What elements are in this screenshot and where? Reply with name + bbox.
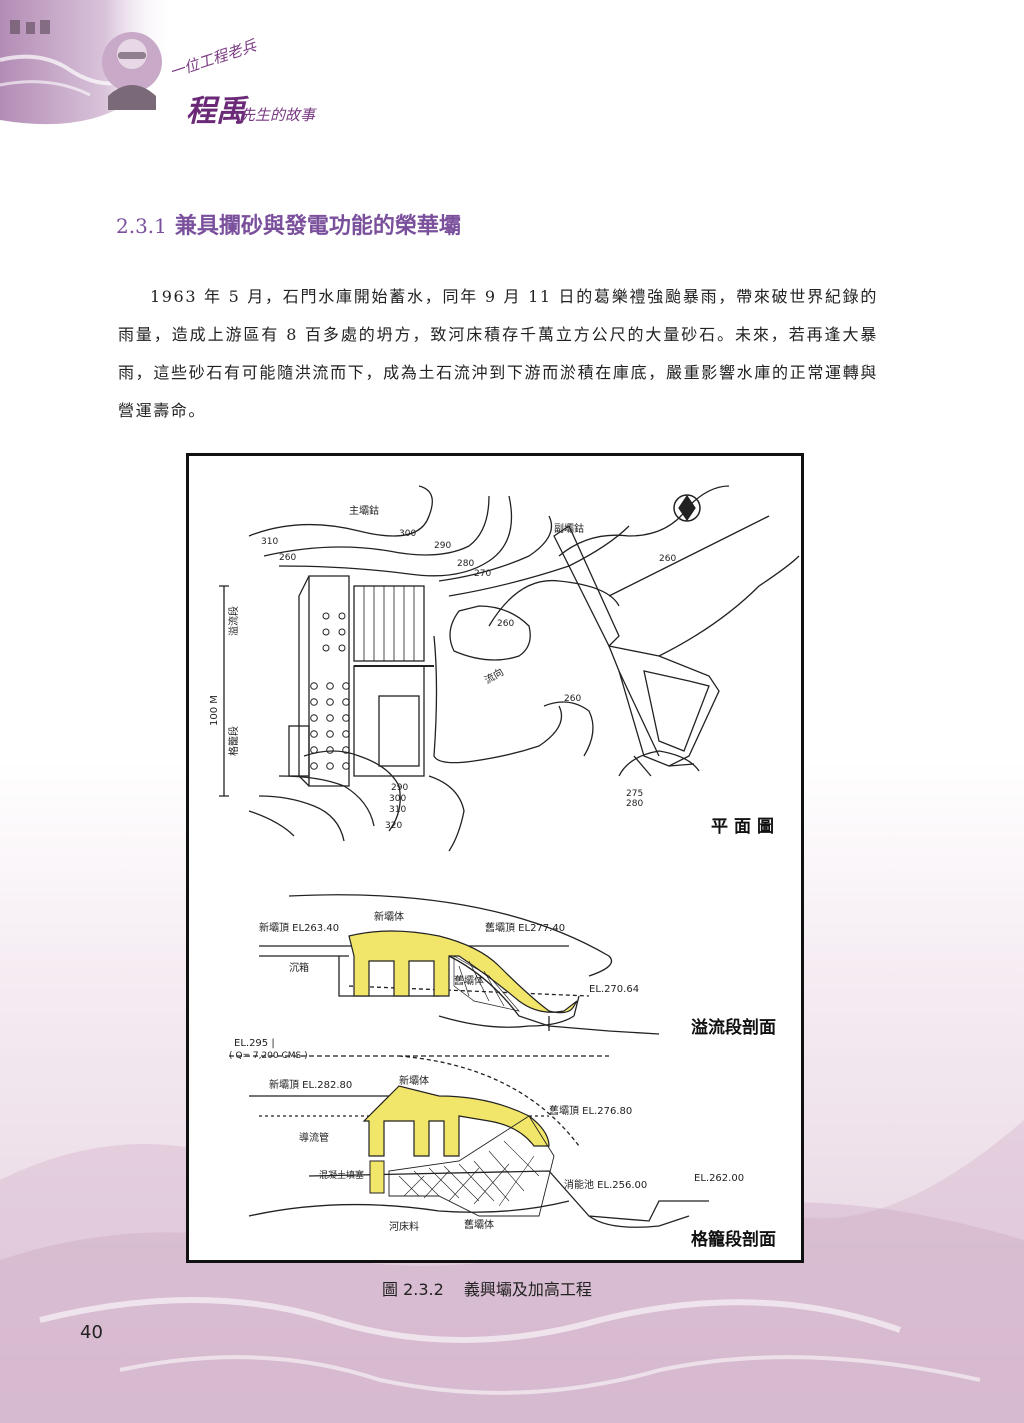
spillway-new-body-highlight <box>348 930 578 1014</box>
spillway-section-lines <box>259 894 660 1035</box>
contour-label: 275 <box>626 789 643 799</box>
figure-caption-number: 圖 2.3.2 <box>382 1280 444 1299</box>
plan-main-abutment: 主壩鈷 <box>349 504 379 517</box>
spill-old-crest: 舊壩頂 EL277.40 <box>485 921 565 934</box>
spill-el: EL.270.64 <box>589 984 639 995</box>
section-number: 2.3.1 <box>116 214 167 238</box>
contour-label: 260 <box>279 553 296 563</box>
contour-label: 280 <box>626 799 643 809</box>
plan-seg-spill: 溢流段 <box>227 606 240 636</box>
contour-label: 290 <box>391 783 408 793</box>
plan-aux-abutment: 副壩鈷 <box>554 522 584 535</box>
cage-section-label: 格籠段剖面 <box>691 1230 776 1250</box>
spill-old-body: 舊壩体 <box>454 974 484 987</box>
figure-caption: 圖 2.3.2 義興壩及加高工程 <box>382 1276 592 1300</box>
contour-label: 310 <box>389 805 406 815</box>
plan-seg-cage: 格籠段 <box>227 726 240 756</box>
cage-annotations: EL.295 | ( Q= 7,200 CMS ) 新壩頂 EL.282.80 … <box>229 1038 744 1233</box>
spillway-hatch-lines <box>458 960 505 1007</box>
spill-new-crest: 新壩頂 EL263.40 <box>259 921 339 934</box>
plan-view-label: 平面圖 <box>711 817 780 837</box>
figure-caption-text: 義興壩及加高工程 <box>463 1280 592 1299</box>
contour-label: 320 <box>385 821 402 831</box>
cage-new-body-highlight <box>362 1085 550 1157</box>
contour-label: 280 <box>457 559 474 569</box>
spill-caisson: 沉箱 <box>289 961 309 974</box>
cage-q: ( Q= 7,200 CMS ) <box>229 1051 308 1061</box>
section-heading: 2.3.1 兼具攔砂與發電功能的榮華壩 <box>116 208 461 240</box>
cage-old-body: 舊壩体 <box>464 1218 494 1231</box>
cage-el-down: EL.262.00 <box>694 1173 744 1184</box>
contour-label: 260 <box>564 694 581 704</box>
cage-old-crest: 舊壩頂 EL.276.80 <box>549 1104 632 1117</box>
header-banner-art <box>0 0 175 125</box>
cage-new-crest: 新壩頂 EL.282.80 <box>269 1078 352 1091</box>
figure-dam-drawings: 主壩鈷 副壩鈷 流向 100 M 溢流段 格籠段 310 300 290 280… <box>186 453 804 1263</box>
plan-flow-dir: 流向 <box>482 665 506 686</box>
spill-new-body: 新壩体 <box>374 910 404 923</box>
contour-label: 260 <box>497 619 514 629</box>
dam-drawing-svg: 主壩鈷 副壩鈷 流向 100 M 溢流段 格籠段 310 300 290 280… <box>209 485 800 1233</box>
plan-openings <box>310 612 350 770</box>
cage-old-body <box>388 1115 555 1217</box>
cage-yellow-pillar <box>369 1160 385 1194</box>
contour-label: 270 <box>474 569 491 579</box>
header-suffix: 先生的故事 <box>240 106 316 124</box>
plan-scale: 100 M <box>209 695 220 726</box>
contour-label: 300 <box>399 529 416 539</box>
header-name: 程禹 <box>186 94 246 129</box>
cage-el-flood: EL.295 | <box>234 1038 275 1049</box>
cage-new-body: 新壩体 <box>399 1074 429 1087</box>
contour-label: 310 <box>261 537 278 547</box>
contour-label: 290 <box>434 541 451 551</box>
cage-hatch <box>398 1140 540 1207</box>
page-number: 40 <box>80 1322 103 1343</box>
cage-riverbed: 河床料 <box>389 1220 419 1233</box>
cage-stilling: 消能池 EL.256.00 <box>564 1178 647 1191</box>
body-paragraph: 1963 年 5 月，石門水庫開始蓄水，同年 9 月 11 日的葛樂禮強颱暴雨，… <box>118 287 878 420</box>
spillway-section-label: 溢流段剖面 <box>691 1018 776 1038</box>
spillway-old-body-hatch <box>453 955 520 1012</box>
cage-fill: 混凝土填塞 <box>319 1169 364 1181</box>
contour-label: 300 <box>389 794 406 804</box>
section-title: 兼具攔砂與發電功能的榮華壩 <box>174 214 461 239</box>
cage-pipe: 導流管 <box>299 1131 329 1144</box>
spillway-annotations: 新壩頂 EL263.40 新壩体 舊壩頂 EL277.40 沉箱 舊壩体 EL.… <box>259 910 639 995</box>
contour-label: 260 <box>659 554 676 564</box>
